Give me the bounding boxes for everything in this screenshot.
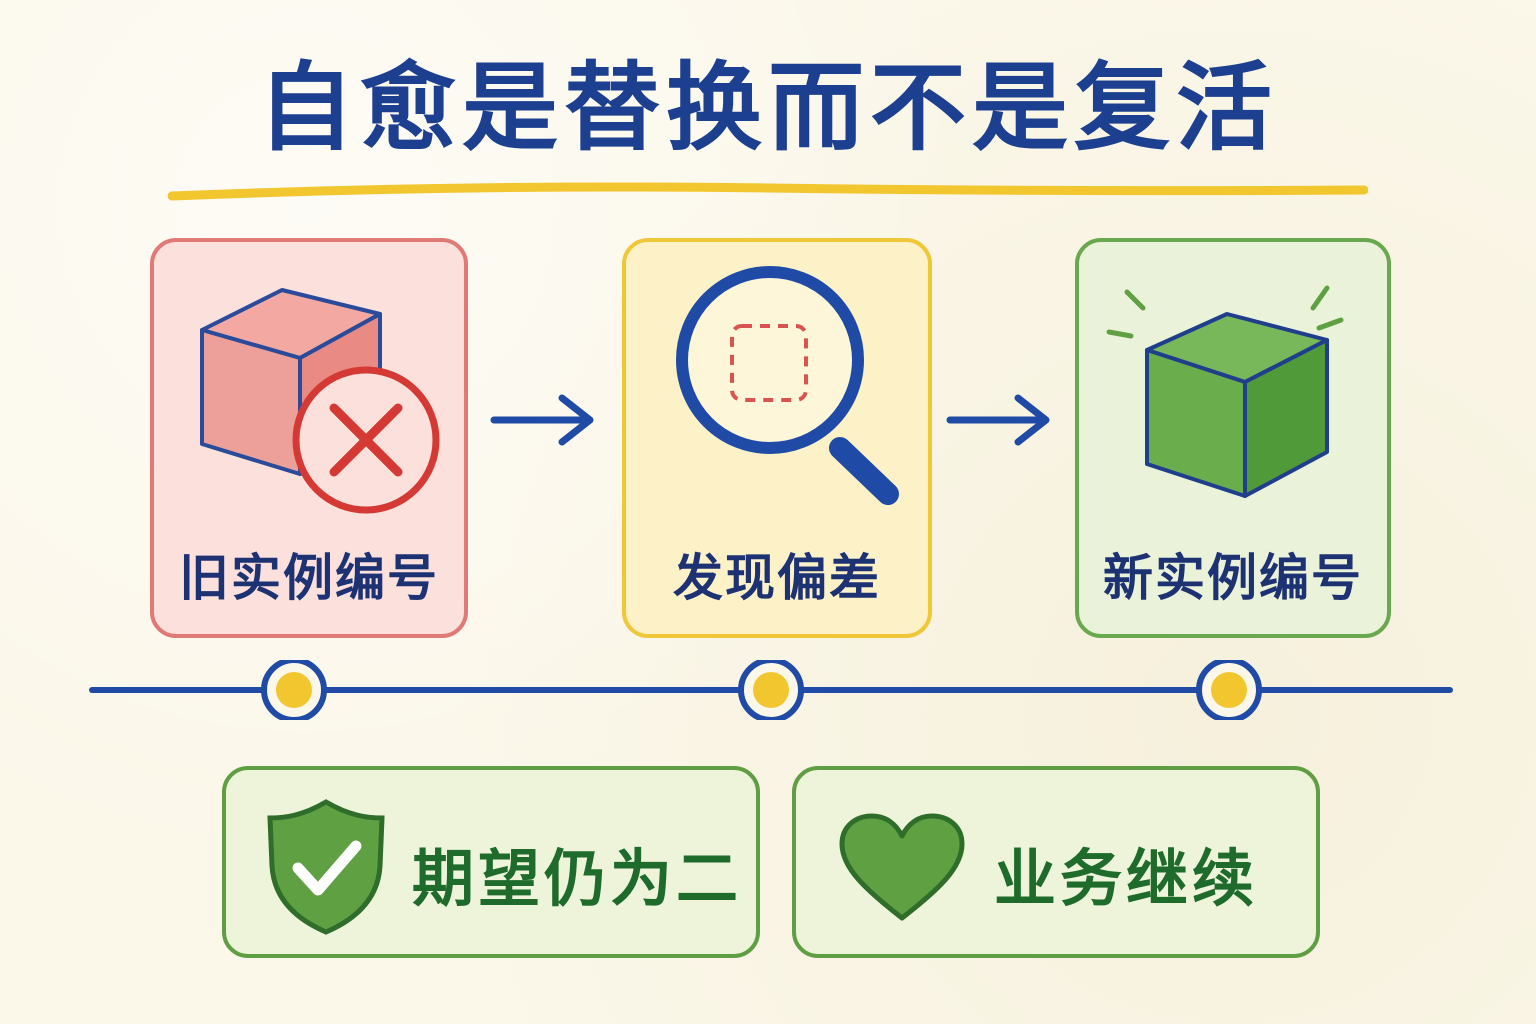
timeline-node xyxy=(1196,660,1262,720)
outcome-card-desired-two: 期望仍为二 xyxy=(222,766,760,958)
outcome-label-business-continues: 业务继续 xyxy=(994,842,1259,915)
magnifier-icon xyxy=(676,266,899,505)
shield-check-icon xyxy=(267,799,385,935)
step-card-old-instance: 旧实例编号 xyxy=(150,238,468,638)
step-card-new-instance: 新实例编号 xyxy=(1075,238,1391,638)
failed-cube-icon xyxy=(200,288,440,514)
outcome-card-business-continues: 业务继续 xyxy=(792,766,1320,958)
title-underline xyxy=(168,182,1368,201)
step-label-old-instance: 旧实例编号 xyxy=(179,549,439,607)
step-card-detect-deviation: 发现偏差 xyxy=(622,238,932,638)
outcome-label-desired-two: 期望仍为二 xyxy=(412,842,743,915)
step-label-detect-deviation: 发现偏差 xyxy=(673,549,881,607)
new-cube-icon xyxy=(1106,285,1344,498)
page-title: 自愈是替换而不是复活 xyxy=(258,52,1278,164)
timeline-node xyxy=(261,660,327,720)
timeline xyxy=(89,660,1453,720)
heart-icon xyxy=(839,813,965,921)
timeline-node xyxy=(738,660,804,720)
arrow-right-icon xyxy=(946,394,1050,446)
arrow-right-icon xyxy=(490,394,594,446)
step-label-new-instance: 新实例编号 xyxy=(1103,549,1363,607)
